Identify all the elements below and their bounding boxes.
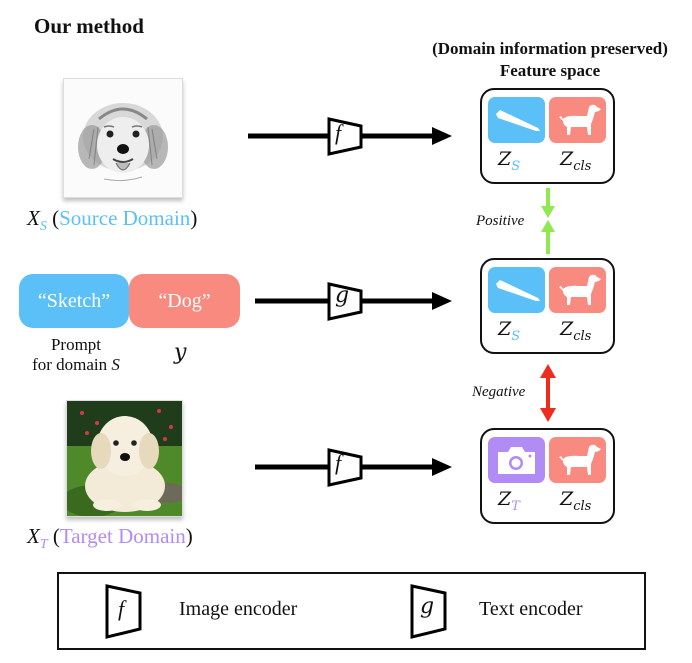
text-encoder-legend-icon (410, 584, 447, 639)
positive-arrows (541, 188, 555, 254)
feature-box-prompt: ZS Zcls (480, 258, 615, 354)
feature-box-source-image: ZS Zcls (480, 88, 615, 184)
source-sketch-image (63, 78, 183, 198)
prompt-caption-line1: Prompt (50, 335, 102, 354)
z-cls-label: Zcls (560, 148, 592, 174)
paren-close: ) (190, 206, 198, 230)
prompt-domain-symbol: S (111, 355, 120, 374)
encoder-flow (248, 117, 452, 487)
arrow-head-icon (432, 458, 452, 476)
feature-space-subtitle: (Domain information preserved) (432, 39, 668, 58)
pencil-icon (496, 280, 540, 301)
class-feature-tile (549, 267, 606, 313)
target-domain-label: Target Domain (59, 524, 186, 548)
prompt-caption-line2: for domain (32, 355, 108, 374)
image-encoder-legend-icon (105, 584, 142, 639)
feature-box-target-image: ZT Zcls (480, 428, 615, 524)
negative-arrow (540, 364, 556, 422)
arrow-down-icon (541, 206, 555, 218)
legend-box: f Image encoder g Text encoder (57, 572, 646, 650)
relation-arrows (540, 188, 556, 422)
camera-icon (498, 447, 535, 474)
diagram-title: Our method (34, 14, 144, 38)
encoder-f-label: f (335, 450, 342, 475)
arrow-up-icon (541, 220, 555, 232)
class-feature-tile (549, 97, 606, 143)
domain-feature-tile (488, 267, 545, 313)
image-encoder-block (327, 117, 363, 156)
photo-dog-icon (67, 401, 182, 516)
prompt-caption: Prompt for domain S (22, 335, 130, 375)
target-subscript: T (39, 537, 48, 553)
z-domain-label: ZS (498, 318, 521, 344)
source-domain-caption: XS (Source Domain) (27, 206, 197, 235)
negative-label: Negative (472, 384, 526, 400)
sketch-dog-icon (78, 103, 168, 182)
encoder-g-label: g (335, 283, 350, 308)
pencil-icon (496, 110, 540, 131)
target-domain-caption: XT (Target Domain) (27, 524, 193, 553)
dog-icon (559, 104, 601, 135)
encoder-f-label: f (335, 120, 342, 145)
legend-image-encoder-label: Image encoder (179, 598, 298, 620)
target-photo-image (66, 400, 183, 517)
text-encoder-row (255, 282, 452, 321)
source-domain-label: Source Domain (59, 206, 191, 230)
z-cls-label: Zcls (560, 318, 592, 344)
source-symbol: X (27, 206, 40, 230)
z-domain-label: ZS (498, 148, 521, 174)
feature-space-title: (Domain information preserved) Feature s… (405, 38, 692, 82)
class-token: “Dog” (129, 274, 240, 328)
positive-label: Positive (476, 213, 525, 229)
domain-prompt-token: “Sketch” (19, 274, 129, 328)
class-symbol-y: y (174, 340, 187, 365)
class-feature-tile (549, 437, 606, 483)
image-encoder-row-source (248, 117, 452, 156)
legend-g-symbol: g (420, 594, 435, 619)
image-encoder-block (327, 448, 363, 487)
arrow-up-icon (540, 364, 556, 378)
arrow-head-icon (432, 292, 452, 310)
arrow-down-icon (540, 408, 556, 422)
domain-feature-tile (488, 97, 545, 143)
feature-space-heading: Feature space (499, 61, 601, 80)
dog-icon (559, 444, 601, 475)
legend-f-symbol: f (118, 596, 125, 621)
source-subscript: S (39, 219, 47, 235)
paren-open: ( (52, 524, 60, 548)
paren-close: ) (185, 524, 193, 548)
paren-open: ( (52, 206, 60, 230)
z-cls-label: Zcls (560, 488, 592, 514)
image-encoder-row-target (255, 448, 452, 487)
legend-text-encoder-label: Text encoder (479, 598, 583, 620)
domain-feature-tile (488, 437, 545, 483)
text-encoder-block (327, 282, 363, 321)
z-domain-label: ZT (498, 488, 520, 514)
arrow-head-icon (432, 127, 452, 145)
dog-icon (559, 274, 601, 305)
target-symbol: X (27, 524, 40, 548)
